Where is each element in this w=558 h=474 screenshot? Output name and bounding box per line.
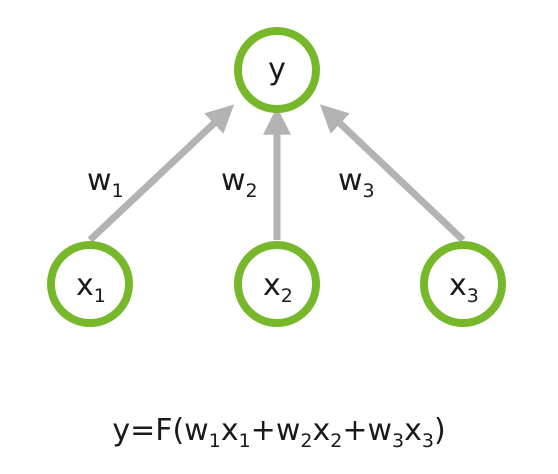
input-node-x1: x1 [47, 241, 133, 327]
input-node-x2: x2 [234, 241, 320, 327]
output-node-label: y [268, 52, 286, 87]
edge-x3-to-y [319, 104, 466, 243]
formula-suffix: ) [434, 413, 446, 448]
input-node-x3: x3 [420, 241, 506, 327]
input-node-label: x3 [449, 268, 479, 307]
input-node-circle [47, 241, 133, 327]
input-node-circle [420, 241, 506, 327]
input-node-label: x2 [263, 268, 293, 307]
input-node-circle [234, 241, 320, 327]
formula: y=F(w1x1+w2x2+w3x3) [112, 413, 445, 452]
input-node-label: x1 [76, 268, 106, 307]
weight-label-w3: w3 [338, 163, 375, 202]
edge-x1-to-y [87, 104, 235, 243]
formula-prefix: y=F( [112, 413, 184, 448]
weight-label-w2: w2 [221, 163, 258, 202]
output-node-y: y [234, 27, 320, 113]
output-node-circle [234, 27, 320, 113]
weight-label-w1: w1 [87, 163, 124, 202]
